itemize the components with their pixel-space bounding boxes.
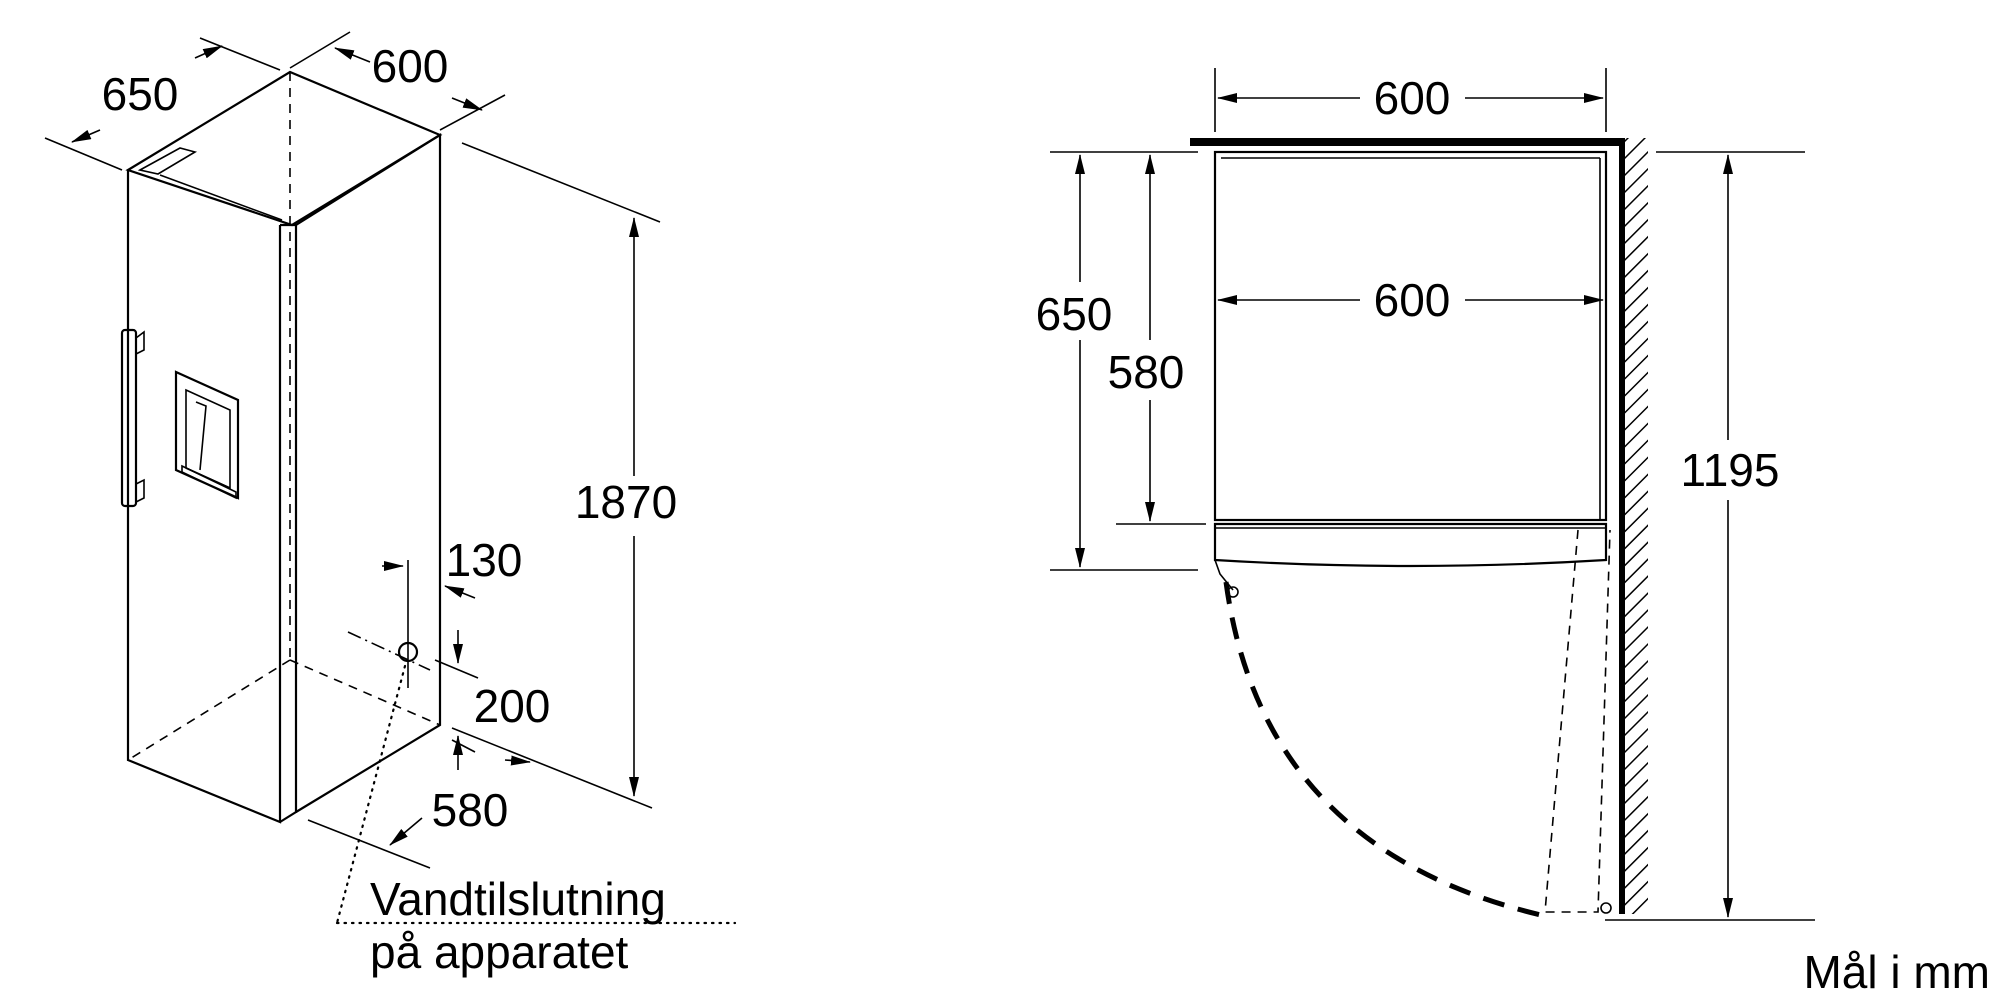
water-callout-line1: Vandtilslutning [370,873,666,925]
dim-130-label: 130 [446,534,523,586]
dim-width-label: 600 [372,40,449,92]
dim-connection-depth: 580 [307,739,531,869]
water-connection [335,560,737,925]
dim-right-600-top-label: 600 [1374,72,1451,124]
units-note: Mål i mm [1803,946,1990,998]
dim-right-600-inner-label: 600 [1374,274,1451,326]
dim-left-width: 600 [289,31,506,131]
dim-right-body-depth: 580 [1108,154,1206,525]
dim-right-door-clearance: 1195 [1605,151,1815,921]
dim-depth-label: 650 [102,68,179,120]
dim-580-label: 580 [432,784,509,836]
dim-left-height: 1870 [451,142,677,809]
dim-left-depth: 650 [44,37,281,171]
dim-200-label: 200 [474,680,551,732]
appliance-isometric-view [120,70,443,824]
dim-right-depth-with-door: 650 [1036,151,1198,571]
dim-connection-side: 130 [382,534,523,599]
dim-right-580-label: 580 [1108,346,1185,398]
water-connection-marker [397,641,419,663]
dim-right-1195-label: 1195 [1681,444,1780,496]
dim-right-niche-width: 600 [1214,68,1607,132]
dim-right-inner-width: 600 [1217,274,1604,326]
appliance-top-view [1190,138,1648,919]
water-callout-line2: på apparatet [370,926,629,978]
dim-right-650-label: 650 [1036,288,1113,340]
dim-connection-floor: 200 [434,630,551,770]
dim-height-label: 1870 [575,476,677,528]
